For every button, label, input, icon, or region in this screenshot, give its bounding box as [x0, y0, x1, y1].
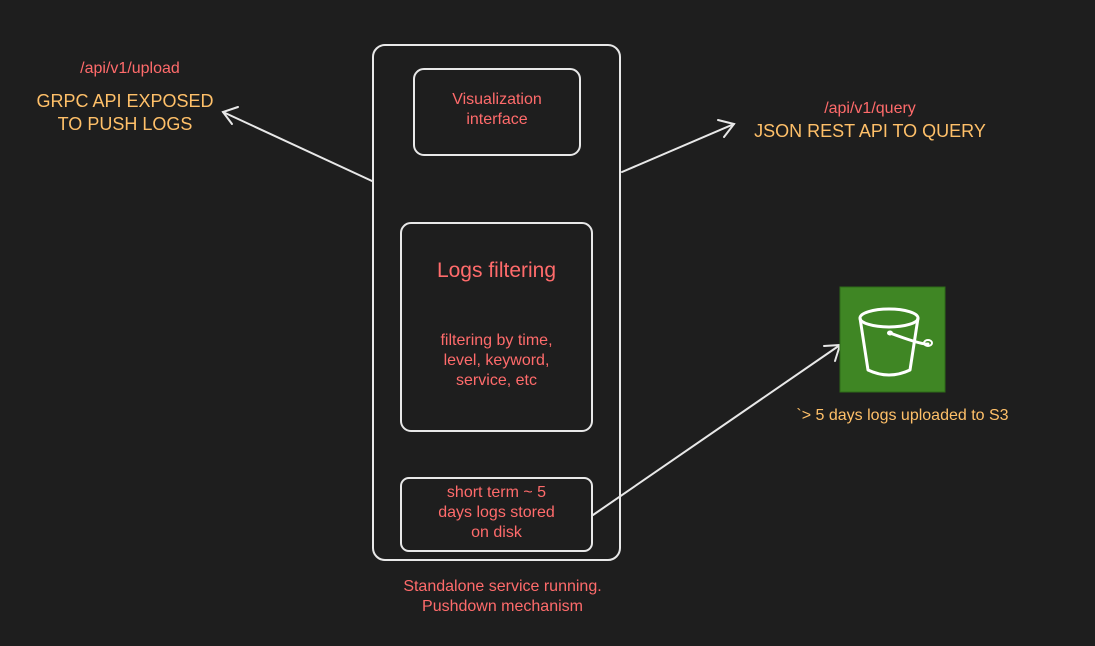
service-caption: Standalone service running. Pushdown mec…: [403, 578, 602, 615]
upload-arrow: [221, 106, 373, 182]
s3-arrow: [592, 343, 842, 516]
upload-api-path: /api/v1/upload: [80, 60, 180, 77]
visualization-label: Visualization interface: [452, 91, 542, 128]
logs-filtering-box: [400, 222, 593, 432]
query-api-description: JSON REST API TO QUERY: [754, 121, 986, 141]
s3-bucket-icon: [839, 286, 946, 393]
visualization-box: [413, 68, 581, 156]
service-container: [372, 44, 621, 561]
query-api-path: /api/v1/query: [824, 100, 916, 117]
short-term-storage-label: short term ~ 5 days logs stored on disk: [438, 484, 555, 541]
short-term-storage-box: [400, 477, 593, 552]
s3-label: `> 5 days logs uploaded to S3: [796, 407, 1009, 424]
upload-api-description: GRPC API EXPOSED TO PUSH LOGS: [36, 91, 214, 134]
query-arrow: [621, 119, 736, 173]
logs-filtering-title: Logs filtering: [436, 259, 557, 282]
logs-filtering-description: filtering by time, level, keyword, servi…: [440, 332, 553, 389]
